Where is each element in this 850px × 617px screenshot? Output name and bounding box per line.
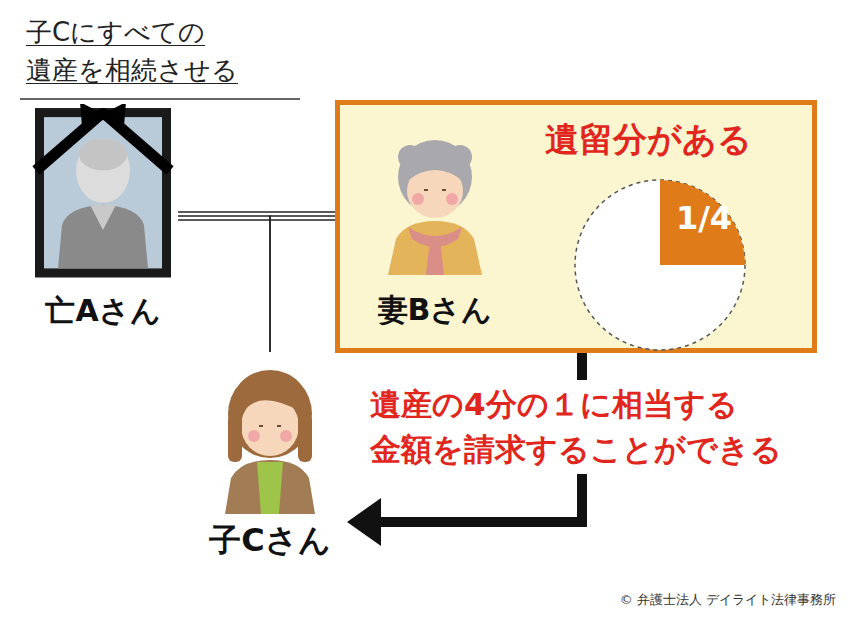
claim-note: 遺産の4分の１に相当する 金額を請求することができる xyxy=(366,380,816,474)
copyright: © 弁護士法人 デイライト法律事務所 xyxy=(620,591,836,609)
node-text: 妻Bさん xyxy=(378,290,493,335)
node-text: 亡Aさん xyxy=(45,291,160,336)
marriage-line xyxy=(178,211,360,213)
connector xyxy=(178,216,270,352)
node-text: 1/4 xyxy=(664,199,744,237)
wife-figure: 妻Bさん xyxy=(360,135,510,335)
child-figure: 子Cさん xyxy=(195,352,345,567)
arrow-head xyxy=(347,498,381,546)
deceased-portrait: 亡Aさん xyxy=(28,104,178,336)
pie-chart-node: 1/4 xyxy=(572,177,748,353)
will-note: 子Cにすべての 遺産を相続させる xyxy=(26,14,301,89)
heir-box: 遺留分がある 妻Bさん 1/4 xyxy=(335,100,817,353)
marriage-line xyxy=(178,219,360,221)
node-text: 子Cさん xyxy=(209,519,330,567)
node-text: 遺留分がある xyxy=(545,117,752,163)
note-rule xyxy=(20,98,300,100)
family-line xyxy=(178,216,270,352)
